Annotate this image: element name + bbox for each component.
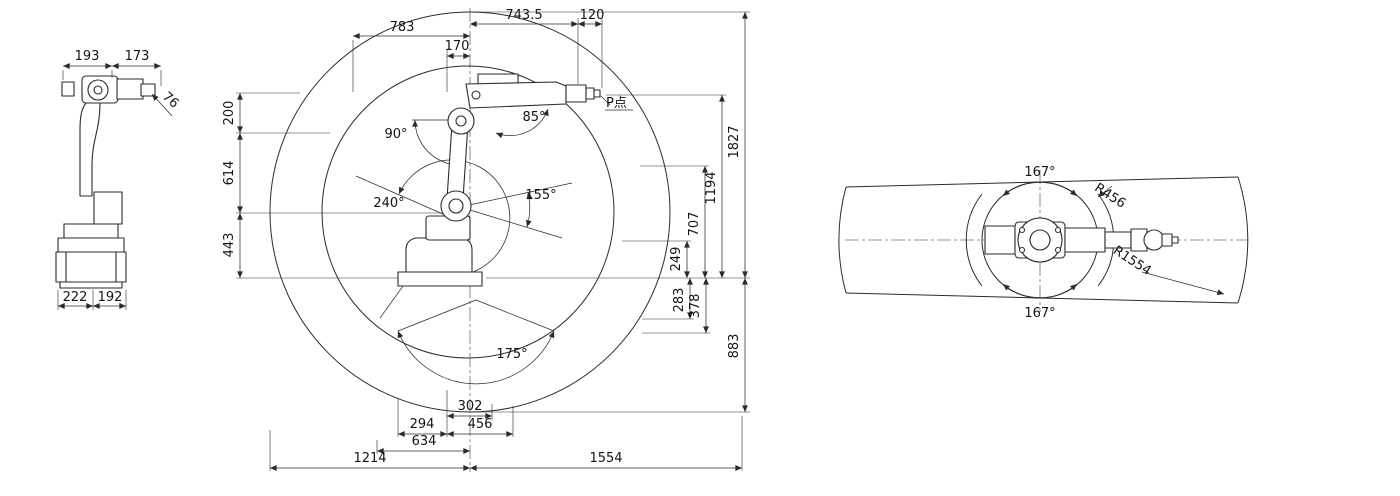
angle-167-top-annotation [1002, 182, 1078, 197]
angle-155-annotation [459, 182, 573, 239]
angle-label-90: 90° [384, 127, 407, 142]
angle-label-175: 175° [496, 347, 527, 362]
angle-175-annotation [397, 299, 555, 385]
angle-label-167-bottom: 167° [1024, 306, 1055, 321]
angle-label-240: 240° [373, 196, 404, 211]
dim-label-173: 173 [125, 49, 150, 64]
dim-label-302: 302 [458, 399, 483, 414]
front-right-dimensions: 1827 1194 707 249 283 378 883 [474, 11, 750, 413]
dim-label-783: 783 [390, 20, 415, 35]
top-robot-silhouette [984, 217, 1179, 263]
dim-label-743-5: 743.5 [505, 8, 542, 23]
top-workspace-view: 167° 167° R456 R1554 [838, 165, 1249, 321]
dim-label-294: 294 [410, 417, 435, 432]
dim-label-1554: 1554 [589, 451, 622, 466]
front-envelope-inner-circle [321, 65, 615, 359]
dim-label-456: 456 [468, 417, 493, 432]
front-bottom-dimensions: 302 294 456 634 1214 1554 [269, 390, 743, 471]
dim-label-634: 634 [412, 434, 437, 449]
dim-label-222: 222 [63, 290, 88, 305]
dim-label-192: 192 [98, 290, 123, 305]
dim-label-193: 193 [75, 49, 100, 64]
front-left-dimensions: 200 614 443 [222, 92, 441, 279]
angle-label-85: 85° [522, 110, 545, 125]
dim-label-443: 443 [222, 233, 237, 258]
angle-label-155: 155° [525, 188, 556, 203]
r456-leader-line [1097, 185, 1113, 198]
dim-label-170: 170 [445, 39, 470, 54]
side-robot-silhouette [55, 75, 156, 289]
dim-label-614: 614 [222, 161, 237, 186]
front-robot-silhouette [397, 73, 601, 287]
angle-85-annotation [495, 108, 549, 139]
dim-label-707: 707 [687, 212, 702, 237]
dim-label-283: 283 [672, 288, 687, 313]
r1554-leader-line [1141, 271, 1225, 296]
dim-label-249: 249 [669, 247, 684, 272]
angle-167-bottom-annotation [1002, 283, 1078, 298]
side-view: 193 173 76 222 192 [55, 49, 182, 310]
radius-label-r456: R456 [1092, 181, 1129, 212]
dim-label-883: 883 [727, 334, 742, 359]
dim-label-1194: 1194 [704, 171, 719, 204]
p-point-label: P点 [606, 96, 627, 111]
dim-label-200: 200 [222, 101, 237, 126]
dim-label-120: 120 [580, 8, 605, 23]
dim-label-76: 76 [159, 89, 181, 111]
dim-label-378: 378 [688, 294, 703, 319]
p-point-annotation: P点 [600, 95, 633, 111]
dim-label-1827: 1827 [727, 125, 742, 158]
angle-label-167-top: 167° [1024, 165, 1055, 180]
dim-label-1214: 1214 [353, 451, 386, 466]
front-workspace-view: P点 783 743.5 120 170 200 61 [222, 8, 750, 472]
